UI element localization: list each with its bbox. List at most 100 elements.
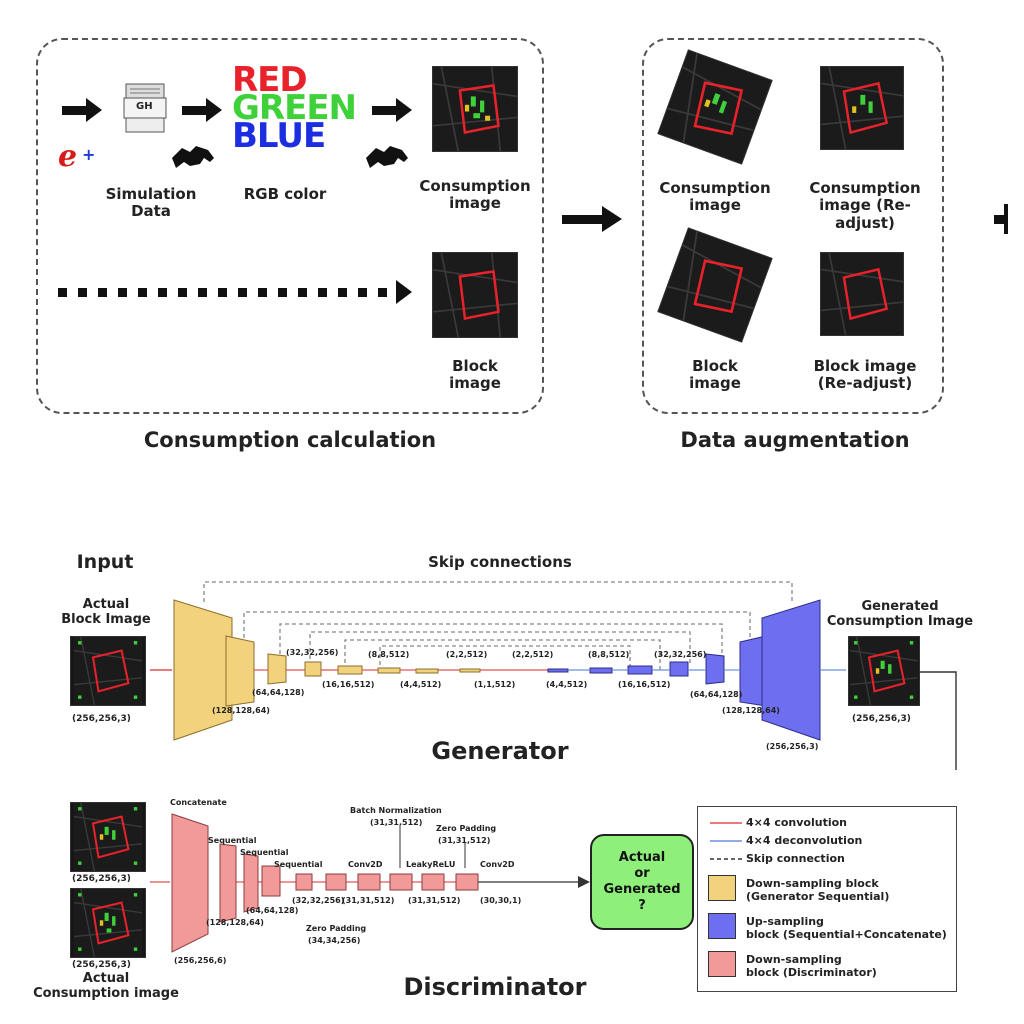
legend: 4×4 convolution 4×4 deconvolution Skip c… bbox=[697, 806, 957, 992]
dec-dim-label: (2,2,512) bbox=[512, 650, 554, 659]
encoder-block bbox=[267, 653, 287, 685]
conv2d-label-1: Conv2D bbox=[348, 860, 383, 869]
dotted-arrow bbox=[58, 280, 412, 304]
disc-block bbox=[421, 873, 445, 891]
generated-label: Generated Consumption Image bbox=[826, 599, 974, 629]
skip-connection-lines bbox=[203, 581, 793, 672]
disc-block bbox=[389, 873, 413, 891]
aug-block-label: Block image bbox=[689, 357, 741, 393]
legend-conv: 4×4 convolution bbox=[746, 816, 848, 829]
aug-consumption-label: Consumption image bbox=[659, 179, 771, 215]
disc-block bbox=[219, 843, 237, 923]
legend-down-gen: Down-sampling block (Generator Sequentia… bbox=[746, 877, 890, 903]
enc-dim-label: (2,2,512) bbox=[446, 650, 488, 659]
conv2d-label-2: Conv2D bbox=[480, 860, 515, 869]
decoder-block bbox=[627, 665, 653, 675]
aug-block-image bbox=[657, 227, 773, 343]
legend-line-samples bbox=[710, 822, 742, 860]
legend-down-disc: Down-sampling block (Discriminator) bbox=[746, 953, 877, 979]
enc-dim-label: (4,4,512) bbox=[400, 680, 442, 689]
decoder-block bbox=[669, 661, 689, 677]
enc-dim-label: (32,32,256) bbox=[286, 648, 339, 657]
actual-or-generated-output: Actual or Generated ? bbox=[590, 834, 694, 930]
disc-in2-dim: (256,256,3) bbox=[72, 960, 131, 970]
leakyrelu-label: LeakyReLU bbox=[406, 860, 456, 869]
output-label: Actual or Generated ? bbox=[603, 850, 681, 913]
enc-dim-label: (1,1,512) bbox=[474, 680, 516, 689]
disc-block bbox=[295, 873, 313, 891]
sequential-label-1: Sequential bbox=[208, 836, 257, 845]
block-image-label: Block image bbox=[449, 357, 501, 393]
enc-dim-label: (8,8,512) bbox=[368, 650, 410, 659]
zero-padding-label-1: Zero Padding bbox=[306, 924, 367, 933]
dec-dim-label: (32,32,256) bbox=[654, 650, 707, 659]
svg-text:e: e bbox=[58, 139, 77, 174]
encoder-block bbox=[337, 665, 363, 675]
encoder-block bbox=[304, 661, 322, 677]
disc-generated-input-image bbox=[70, 802, 146, 872]
generator-title: Generator bbox=[431, 737, 569, 765]
rgb-color-label: RGB color bbox=[243, 185, 327, 203]
sequential-label-2: Sequential bbox=[240, 848, 289, 857]
legend-up-swatch bbox=[708, 913, 736, 939]
gen-to-disc-connector bbox=[905, 671, 957, 770]
actual-block-image bbox=[70, 636, 146, 706]
disc-actual-input-image bbox=[70, 888, 146, 958]
encoder-blocks bbox=[173, 599, 481, 741]
consumption-image-label: Consumption image bbox=[419, 177, 531, 213]
dec-dim-label: (8,8,512) bbox=[588, 650, 630, 659]
consumption-image bbox=[432, 66, 518, 152]
legend-up: Up-sampling block (Sequential+Concatenat… bbox=[746, 915, 947, 941]
decoder-block bbox=[761, 599, 821, 741]
output-dim: (256,256,3) bbox=[852, 714, 911, 724]
consumption-calculation-panel bbox=[36, 38, 544, 414]
dec-dim-label: (256,256,3) bbox=[766, 742, 819, 751]
generator-diagram bbox=[150, 581, 957, 770]
zero-padding-dim-2: (31,31,512) bbox=[438, 836, 491, 845]
aug-consumption-readjust-label: Consumption image (Re-adjust) bbox=[809, 179, 921, 232]
generated-consumption-image bbox=[848, 636, 920, 706]
aug-consumption-readjust-image bbox=[820, 66, 904, 150]
aug-consumption-image bbox=[657, 49, 773, 165]
aug-block-readjust-label: Block image (Re-adjust) bbox=[813, 357, 917, 393]
batch-norm-label: Batch Normalization bbox=[350, 806, 442, 815]
svg-text:+: + bbox=[82, 145, 95, 164]
legend-down-gen-swatch bbox=[708, 875, 736, 901]
disc-block bbox=[325, 873, 347, 891]
red-word: RED bbox=[232, 60, 308, 100]
grasshopper-document-icon: GH bbox=[122, 82, 168, 134]
rhino-icon bbox=[366, 146, 408, 168]
legend-down-disc-swatch bbox=[708, 951, 736, 977]
energyplus-logo-icon: e + bbox=[58, 139, 95, 174]
legend-deconv: 4×4 deconvolution bbox=[746, 834, 863, 847]
seq2-dim: (64,64,128) bbox=[246, 906, 299, 915]
blue-word: BLUE bbox=[232, 116, 326, 156]
panel1-title: Consumption calculation bbox=[143, 428, 437, 452]
disc-blocks bbox=[171, 813, 479, 953]
encoder-block bbox=[377, 667, 401, 674]
encoder-block bbox=[459, 668, 481, 673]
decoder-block bbox=[705, 653, 725, 685]
green-word: GREEN bbox=[232, 88, 357, 128]
dec-dim-label: (16,16,512) bbox=[618, 680, 671, 689]
concatenate-label: Concatenate bbox=[170, 798, 227, 807]
encoder-block bbox=[173, 599, 233, 741]
disc-block bbox=[455, 873, 479, 891]
input-dim: (256,256,3) bbox=[72, 714, 131, 724]
decoder-block bbox=[589, 667, 613, 674]
skip-connections-label: Skip connections bbox=[428, 553, 572, 571]
simulation-data-label: Simulation Data bbox=[105, 185, 197, 221]
arrow-icon bbox=[62, 98, 1008, 234]
zero-padding-label-2: Zero Padding bbox=[436, 824, 497, 833]
lr-dim: (31,31,512) bbox=[408, 896, 461, 905]
conv2-dim: (30,30,1) bbox=[480, 896, 522, 905]
decoder-blocks bbox=[547, 599, 821, 741]
disc-block bbox=[261, 865, 281, 897]
dec-dim-label: (128,128,64) bbox=[722, 706, 780, 715]
decoder-block bbox=[547, 668, 569, 673]
conv1-dim: (31,31,512) bbox=[342, 896, 395, 905]
disc-block bbox=[171, 813, 209, 953]
panel2-title: Data augmentation bbox=[680, 428, 910, 452]
actual-consumption-label: Actual Consumption image bbox=[33, 971, 179, 1001]
input-label: Input bbox=[76, 551, 134, 573]
